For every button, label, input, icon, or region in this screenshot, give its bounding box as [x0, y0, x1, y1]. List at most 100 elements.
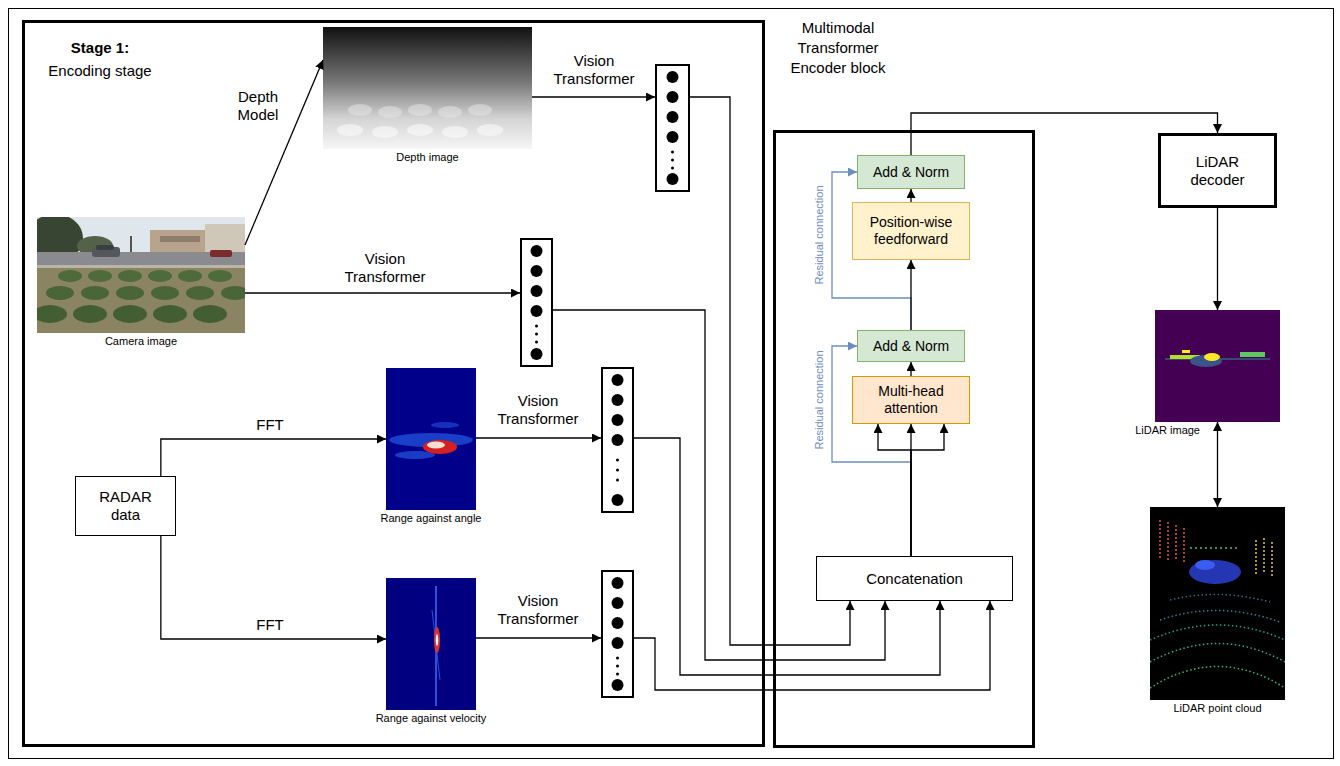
range-velocity-heatmap [434, 627, 440, 653]
depth-map [442, 126, 468, 138]
camera-photo [81, 286, 109, 300]
range-angle-heatmap [423, 440, 457, 454]
camera-photo [186, 286, 214, 300]
depth-map [348, 104, 372, 116]
lidar-range-image [1240, 352, 1265, 357]
lidar-cloud: LiDAR point cloud [1150, 507, 1285, 700]
token-dots [671, 159, 674, 162]
lidar-point-cloud [1160, 610, 1280, 622]
token-dots [667, 173, 679, 185]
connector-arrow [476, 638, 601, 639]
lidar-range-image [1155, 310, 1280, 422]
token-dots [671, 167, 674, 170]
token-dots [612, 617, 624, 629]
norm-box: Add & Norm [857, 330, 965, 362]
box-label: Concatenation [866, 570, 963, 588]
connector-line [476, 437, 601, 438]
connector-arrow [911, 362, 912, 376]
lidar-point-cloud [1160, 520, 1184, 562]
box-label: Add & Norm [873, 338, 949, 355]
radar-box: RADAR data [75, 476, 176, 536]
lidar-point-cloud [1150, 667, 1285, 689]
lidar-range-image [1204, 353, 1220, 361]
token-dots [612, 637, 624, 649]
range-velocity-heatmap [432, 610, 440, 680]
lidar-point-cloud [1195, 560, 1215, 570]
range-angle-map: Range against angle [386, 368, 476, 510]
decoder-box: LiDAR decoder [1158, 133, 1277, 208]
token-dots [531, 348, 543, 360]
token-dots [616, 673, 619, 676]
token-dots [612, 679, 624, 691]
image-caption: Depth image [396, 151, 458, 164]
camera-photo [221, 286, 245, 300]
camera-photo [96, 245, 114, 250]
camera-image: Camera image [37, 217, 245, 333]
stage-panel: Stage 1:Encoding stageCamera imageDepth … [22, 20, 765, 747]
token-dots [667, 111, 679, 123]
token-dots [616, 459, 619, 462]
connector-line [532, 96, 655, 97]
connector-line [878, 424, 911, 556]
connector-arrow [476, 438, 601, 439]
box-label: Add & Norm [873, 164, 949, 181]
camera-photo [208, 270, 232, 282]
token-dots [616, 657, 619, 660]
lidar-point-cloud [1170, 594, 1270, 602]
connector-arrow [1217, 422, 1218, 507]
token-dots [612, 374, 624, 386]
lidar-point-cloud [1256, 538, 1272, 576]
concat-box: Concatenation [816, 556, 1013, 601]
token-dots [531, 285, 543, 297]
range-velocity-map: Range against velocity [386, 578, 476, 710]
connector-line [245, 292, 520, 293]
encoder-block: Multimodal Transformer Encoder blockConc… [773, 130, 1035, 748]
camera-photo [58, 270, 82, 282]
connector-arrow [911, 260, 912, 330]
range-velocity-heatmap [386, 578, 476, 710]
depth-map [372, 126, 398, 138]
camera-photo [37, 217, 245, 333]
lidar-range-image [1155, 310, 1280, 422]
token-dots [612, 597, 624, 609]
depth-map [323, 27, 532, 149]
range-angle-heatmap [427, 442, 445, 449]
camera-photo [178, 270, 202, 282]
range-angle-heatmap [431, 422, 459, 428]
range-velocity-heatmap [436, 634, 438, 646]
camera-photo [151, 286, 179, 300]
camera-photo [88, 270, 112, 282]
token-vector [601, 367, 634, 513]
token-dots [612, 577, 624, 589]
feedforward-box: Position-wise feedforward [852, 202, 970, 260]
connector-arrow [911, 189, 912, 202]
connector-arrow [161, 439, 386, 476]
token-dots [612, 434, 624, 446]
camera-photo [37, 265, 245, 268]
box-label: Multi-head attention [859, 383, 963, 417]
edge-label: Vision Transformer [335, 250, 435, 286]
figure-frame [9, 9, 1334, 759]
depth-image: Depth image [323, 27, 532, 149]
token-dots [667, 71, 679, 83]
range-angle-heatmap [386, 368, 476, 510]
panel-title: Encoding stage [30, 61, 170, 81]
residual-label: Residual connection [813, 185, 826, 284]
depth-map [438, 106, 462, 118]
image-caption: Camera image [105, 335, 177, 348]
lidar-range-image [1182, 350, 1190, 353]
camera-photo [37, 305, 67, 323]
connector-arrow [532, 97, 655, 98]
token-dots [667, 91, 679, 103]
depth-map [337, 124, 363, 136]
token-dots [535, 333, 538, 336]
range-angle-heatmap [386, 368, 476, 510]
edge-label: Vision Transformer [488, 592, 588, 628]
token-dots [531, 265, 543, 277]
connector-line [910, 260, 911, 330]
camera-photo [205, 224, 245, 254]
token-dots [612, 394, 624, 406]
token-vector [520, 238, 553, 367]
